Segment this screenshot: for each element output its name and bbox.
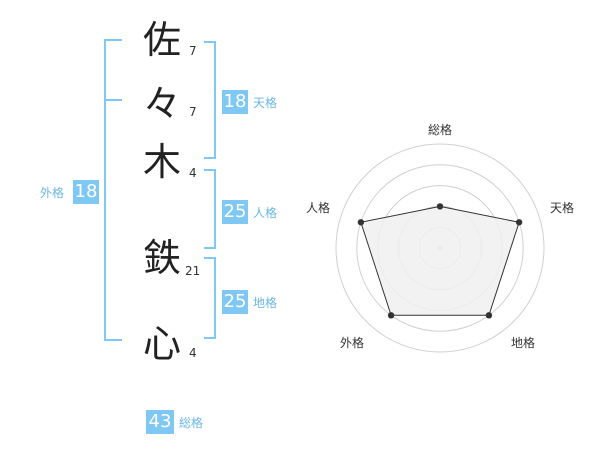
chikaku-bracket — [204, 257, 216, 339]
radar-area — [360, 205, 520, 316]
stroke-count-4: 21 — [185, 264, 201, 278]
radar-point-1 — [515, 219, 523, 226]
gaikaku-value: 18 — [73, 180, 99, 204]
radar-point-2 — [485, 312, 493, 319]
radar-axis-label-jinkaku: 人格 — [306, 201, 331, 215]
jinkaku-bracket — [204, 169, 216, 249]
chikaku-label: 地格 — [253, 296, 278, 310]
gaikaku-bracket — [104, 39, 122, 341]
tenkaku-value: 18 — [222, 90, 248, 114]
radar-point-4 — [357, 219, 365, 226]
radar-axis-label-soukaku: 総格 — [428, 123, 453, 137]
soukaku-value: 43 — [146, 410, 174, 434]
radar-axis-label-tenkaku: 天格 — [550, 201, 575, 215]
radar-grid-ring — [335, 143, 545, 353]
stroke-count-2: 7 — [189, 105, 197, 119]
soukaku-label: 総格 — [179, 416, 204, 430]
name-char-2: 々 — [142, 82, 181, 126]
jinkaku-label: 人格 — [253, 206, 278, 220]
stroke-count-1: 7 — [189, 44, 197, 58]
name-char-3: 木 — [142, 140, 181, 184]
gaikaku-label: 外格 — [40, 186, 65, 200]
stroke-count-3: 4 — [189, 166, 197, 180]
radar-point-3 — [387, 312, 395, 319]
radar-grid-ring — [356, 164, 524, 332]
jinkaku-value: 25 — [222, 200, 248, 224]
chikaku-value: 25 — [222, 290, 248, 314]
name-char-1: 佐 — [142, 18, 181, 62]
tenkaku-bracket — [204, 41, 216, 159]
stroke-count-5: 4 — [189, 346, 197, 360]
radar-axis-label-chikaku: 地格 — [511, 336, 536, 350]
radar-axis-label-gaikaku: 外格 — [340, 336, 365, 350]
tenkaku-label: 天格 — [253, 96, 278, 110]
name-char-4: 鉄 — [142, 236, 181, 280]
name-char-5: 心 — [142, 322, 181, 366]
radar-point-0 — [436, 203, 444, 210]
